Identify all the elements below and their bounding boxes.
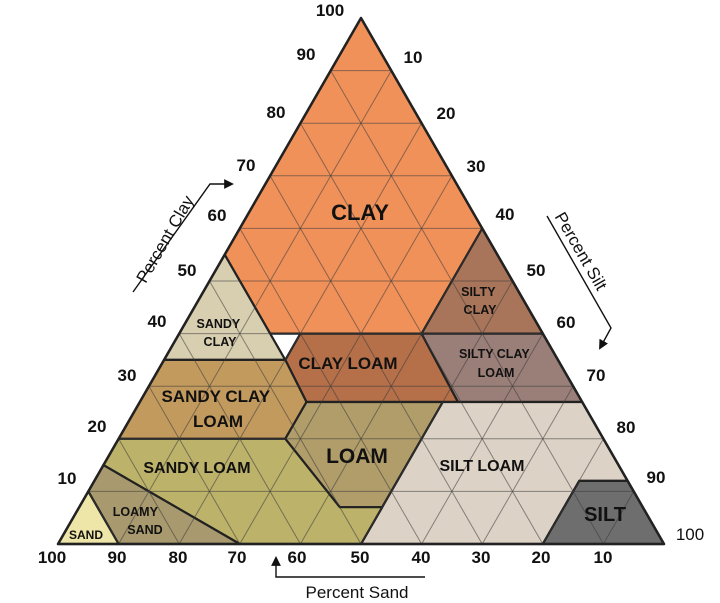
grid-line xyxy=(602,491,635,545)
sand-tick-label: 40 xyxy=(412,548,431,567)
label-silty-clay-loam: SILTY CLAY LOAM xyxy=(459,347,533,380)
sand-tick-label: 90 xyxy=(108,548,127,567)
silt-tick-label: 10 xyxy=(404,48,423,67)
sand-tick-label: 100 xyxy=(38,548,66,567)
label-sandy-loam: SANDY LOAM xyxy=(143,460,250,477)
silt-tick-label: 80 xyxy=(617,418,636,437)
clay-tick-label: 20 xyxy=(88,417,107,436)
sand-tick-label: 20 xyxy=(532,548,551,567)
sand-tick-label: 80 xyxy=(169,548,188,567)
sand-axis-arrow xyxy=(271,556,425,578)
silt-tick-label: 50 xyxy=(527,261,546,280)
silt-axis-title: Percent Silt xyxy=(551,209,611,294)
clay-tick-label: 40 xyxy=(148,312,167,331)
label-clay-loam: CLAY LOAM xyxy=(298,354,397,373)
clay-axis-arrow xyxy=(132,179,234,293)
clay-tick-label: 30 xyxy=(118,366,137,385)
clay-tick-label: 50 xyxy=(178,261,197,280)
sand-tick-label: 60 xyxy=(288,548,307,567)
silt-tick-label: 100 xyxy=(676,525,704,544)
silt-tick-label: 40 xyxy=(496,205,515,224)
grid-line xyxy=(330,70,604,545)
label-silt: SILT xyxy=(584,504,626,526)
label-sandy-clay-loam: SANDY CLAY LOAM xyxy=(161,387,274,431)
triangle-outline xyxy=(56,16,666,546)
grid-line xyxy=(360,280,513,545)
grid-line xyxy=(178,333,301,545)
grid-line xyxy=(118,70,392,545)
label-sand: SAND xyxy=(69,528,103,542)
clay-tick-label: 80 xyxy=(267,103,286,122)
label-loamy-sand: LOAMY SAND xyxy=(113,505,163,537)
silt-tick-label: 30 xyxy=(467,157,486,176)
silt-axis-arrow xyxy=(546,215,612,350)
sand-axis: 100 90 80 70 60 50 40 30 20 10 Percent S… xyxy=(38,548,613,602)
grid-line xyxy=(421,333,544,545)
silt-tick-label: 60 xyxy=(557,313,576,332)
grid-line xyxy=(239,175,453,545)
clay-tick-label: 100 xyxy=(316,1,344,20)
silt-tick-label: 20 xyxy=(437,104,456,123)
sand-tick-label: 10 xyxy=(594,548,613,567)
label-loam: LOAM xyxy=(326,445,388,468)
sand-tick-label: 50 xyxy=(351,548,370,567)
label-clay: CLAY xyxy=(331,200,389,225)
grid-line xyxy=(209,280,362,545)
sand-tick-label: 30 xyxy=(472,548,491,567)
region-labels: CLAY SANDY CLAY SILTY CLAY CLAY LOAM SIL… xyxy=(69,200,626,542)
label-silt-loam: SILT LOAM xyxy=(439,458,524,475)
clay-tick-label: 70 xyxy=(237,156,256,175)
grid-line xyxy=(542,438,604,545)
clay-tick-label: 60 xyxy=(208,206,227,225)
sand-tick-label: 70 xyxy=(228,548,247,567)
grid-line xyxy=(481,385,574,545)
grid-lines xyxy=(87,70,635,545)
clay-tick-label: 90 xyxy=(297,45,316,64)
grid-line xyxy=(269,175,483,545)
grid-line xyxy=(87,491,120,545)
grid-line xyxy=(148,385,241,545)
clay-tick-label: 10 xyxy=(58,469,77,488)
label-silty-clay: SILTY CLAY xyxy=(461,285,499,317)
label-sandy-clay: SANDY CLAY xyxy=(196,317,243,349)
sand-axis-title: Percent Sand xyxy=(305,583,408,602)
silt-tick-label: 70 xyxy=(587,366,606,385)
silt-tick-label: 90 xyxy=(647,468,666,487)
grid-line xyxy=(118,438,180,545)
